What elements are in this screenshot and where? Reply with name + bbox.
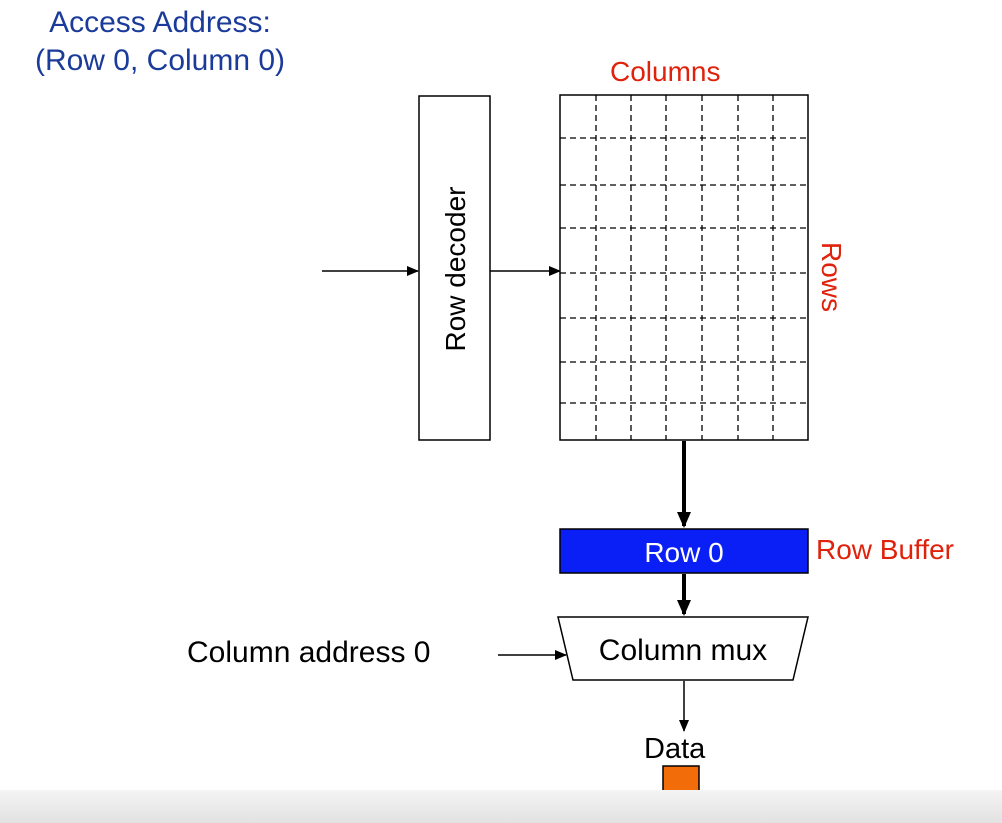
row-buffer-content-label: Row 0: [644, 537, 723, 568]
access-address-line1: Access Address:: [49, 6, 271, 39]
bottom-bar: [0, 790, 1002, 823]
access-address-line2: (Row 0, Column 0): [34, 44, 286, 77]
column-address-label: Column address 0: [187, 636, 431, 669]
data-label: Data: [644, 733, 706, 765]
row-buffer-box: [559, 528, 809, 574]
array-grid: [560, 95, 808, 440]
row-buffer-label: Row Buffer: [816, 534, 954, 565]
column-mux-label: Column mux: [599, 634, 767, 667]
column-mux-shape: [557, 616, 809, 681]
memory-array-border: [559, 94, 809, 441]
columns-label: Columns: [610, 56, 721, 87]
memory-array: [559, 94, 809, 441]
row-decoder-box: [418, 95, 491, 441]
row-decoder-label: Row decoder: [440, 187, 471, 352]
access-address-title: Access Address: (Row 0, Column 0): [0, 4, 320, 80]
rows-label: Rows: [816, 242, 847, 312]
